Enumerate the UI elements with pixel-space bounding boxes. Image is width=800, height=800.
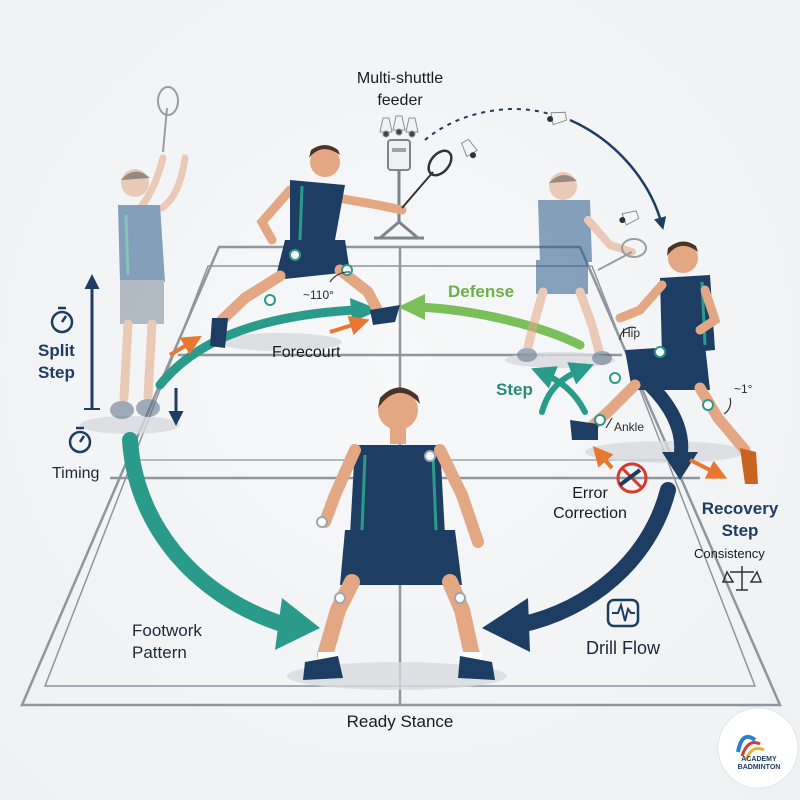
drill-flow-arrow: [482, 482, 676, 652]
footwork-arrow-head: [275, 598, 320, 650]
drill-flow-arrow-head: [482, 598, 530, 652]
split-step-arrows: [84, 274, 184, 426]
split-step-label-line-1: Split: [38, 341, 75, 360]
shuttle-trajectory: [424, 108, 667, 230]
player-ready-stance: [303, 387, 495, 680]
angle-back-label: ~1°: [734, 382, 753, 396]
consistency-label: Consistency: [694, 546, 765, 561]
step-label: Step: [496, 380, 533, 399]
stopwatch-icon: [50, 306, 74, 334]
waveform-icon: [606, 598, 640, 628]
academy-logo: [717, 707, 799, 789]
error-correction-label: Error Correction: [540, 484, 640, 524]
shuttlecock-icon: [547, 111, 568, 126]
logo-text-line-1: ACADEMY: [741, 756, 777, 763]
feeder-label-line-2: feeder: [377, 92, 423, 109]
forecourt-swoosh: [155, 298, 380, 390]
player-recovery-step: [570, 241, 758, 484]
drill-flow-label: Drill Flow: [586, 638, 660, 658]
court-inner-outline: [43, 265, 757, 687]
recovery-step-line-2: Step: [721, 521, 759, 540]
player-forecourt-lunge: [210, 145, 453, 348]
logo-text-line-2: BADMINTON: [737, 764, 781, 771]
timing-label: Timing: [52, 465, 100, 482]
recovery-orange-arrows: [592, 445, 728, 479]
ankle-label: Ankle: [614, 420, 645, 434]
footwork-pattern-line-1: Footwork: [132, 621, 202, 640]
recovery-step-line-1: Recovery: [701, 499, 779, 518]
forecourt-label: Forecourt: [272, 344, 341, 361]
defense-arrow: [398, 294, 585, 350]
feeder-label-line-1: Multi-shuttle: [356, 70, 444, 87]
angle-front-label: ~110°: [303, 288, 334, 302]
shuttlecock-icon: [379, 115, 419, 138]
split-step-label-line-2: Step: [38, 363, 75, 382]
shuttlecock-icon: [619, 210, 640, 226]
stopwatch-icon: [68, 426, 92, 454]
shuttle-feeder-machine: [374, 115, 424, 240]
joint-marker-group: [594, 346, 714, 426]
step-cross-arrows: [531, 362, 594, 415]
recovery-step-label: Recovery Step: [690, 498, 790, 542]
error-correction-line-1: Error: [572, 485, 608, 502]
player-split-step: [110, 86, 189, 419]
error-correction-line-2: Correction: [553, 505, 627, 522]
footwork-arrow: [122, 432, 320, 650]
player-defense-ghost: [517, 172, 647, 365]
ready-stance-label: Ready Stance: [346, 712, 454, 731]
footwork-pattern-line-2: Pattern: [132, 643, 187, 662]
defense-label: Defense: [448, 282, 515, 301]
balance-scale-icon: [721, 566, 763, 591]
court-outline: [20, 245, 782, 707]
recovery-arrow: [643, 378, 698, 480]
hip-label: Hip: [622, 326, 641, 340]
no-entry-icon: [616, 462, 648, 494]
footwork-pattern-label: Footwork Pattern: [132, 620, 202, 664]
split-step-label: Split Step: [38, 340, 75, 384]
logo-text: ACADEMY BADMINTON: [728, 756, 790, 772]
feeder-label: Multi-shuttle feeder: [340, 68, 460, 112]
shuttlecock-icon: [460, 138, 478, 159]
joint-marker-group: [316, 450, 466, 604]
